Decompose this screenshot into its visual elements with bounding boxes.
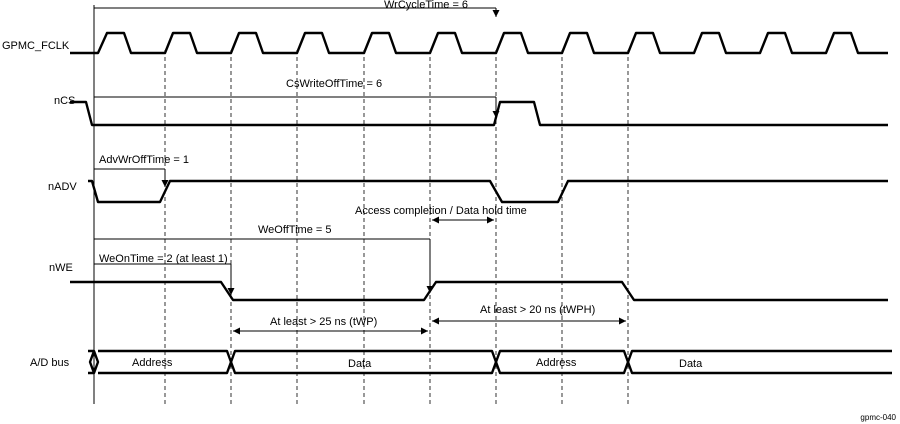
ncs-waveform [70,100,888,127]
weoff-label: WeOffTime = 5 [258,224,331,236]
bus-label-address-2: Address [536,357,577,369]
nwe-waveform [70,280,888,302]
access-completion-label: Access completion / Data hold time [355,205,527,217]
bus-label-address-1: Address [132,357,173,369]
figure-id: gpmc-040 [860,413,896,422]
clock-waveform [70,31,888,55]
cswriteoff-label: CsWriteOffTime = 6 [286,78,382,90]
signal-label-bus: A/D bus [30,357,70,369]
signal-label-nwe: nWE [49,262,73,274]
bus-label-data-2: Data [679,358,703,370]
nadv-waveform [88,179,888,204]
advwroff-label: AdvWrOffTime = 1 [99,154,189,166]
wrcycle-label: WrCycleTime = 6 [384,0,468,11]
twp-label: At least > 25 ns (tWP) [270,316,377,328]
signal-label-clk: GPMC_FCLK [2,40,70,52]
bus-label-data-1: Data [348,358,372,370]
weon-label: WeOnTime = 2 (at least 1) [99,253,228,265]
signal-label-ncs: nCS [54,95,75,107]
ad-bus-waveform [88,349,892,375]
signal-label-nadv: nADV [48,181,77,193]
twph-label: At least > 20 ns (tWPH) [480,304,595,316]
